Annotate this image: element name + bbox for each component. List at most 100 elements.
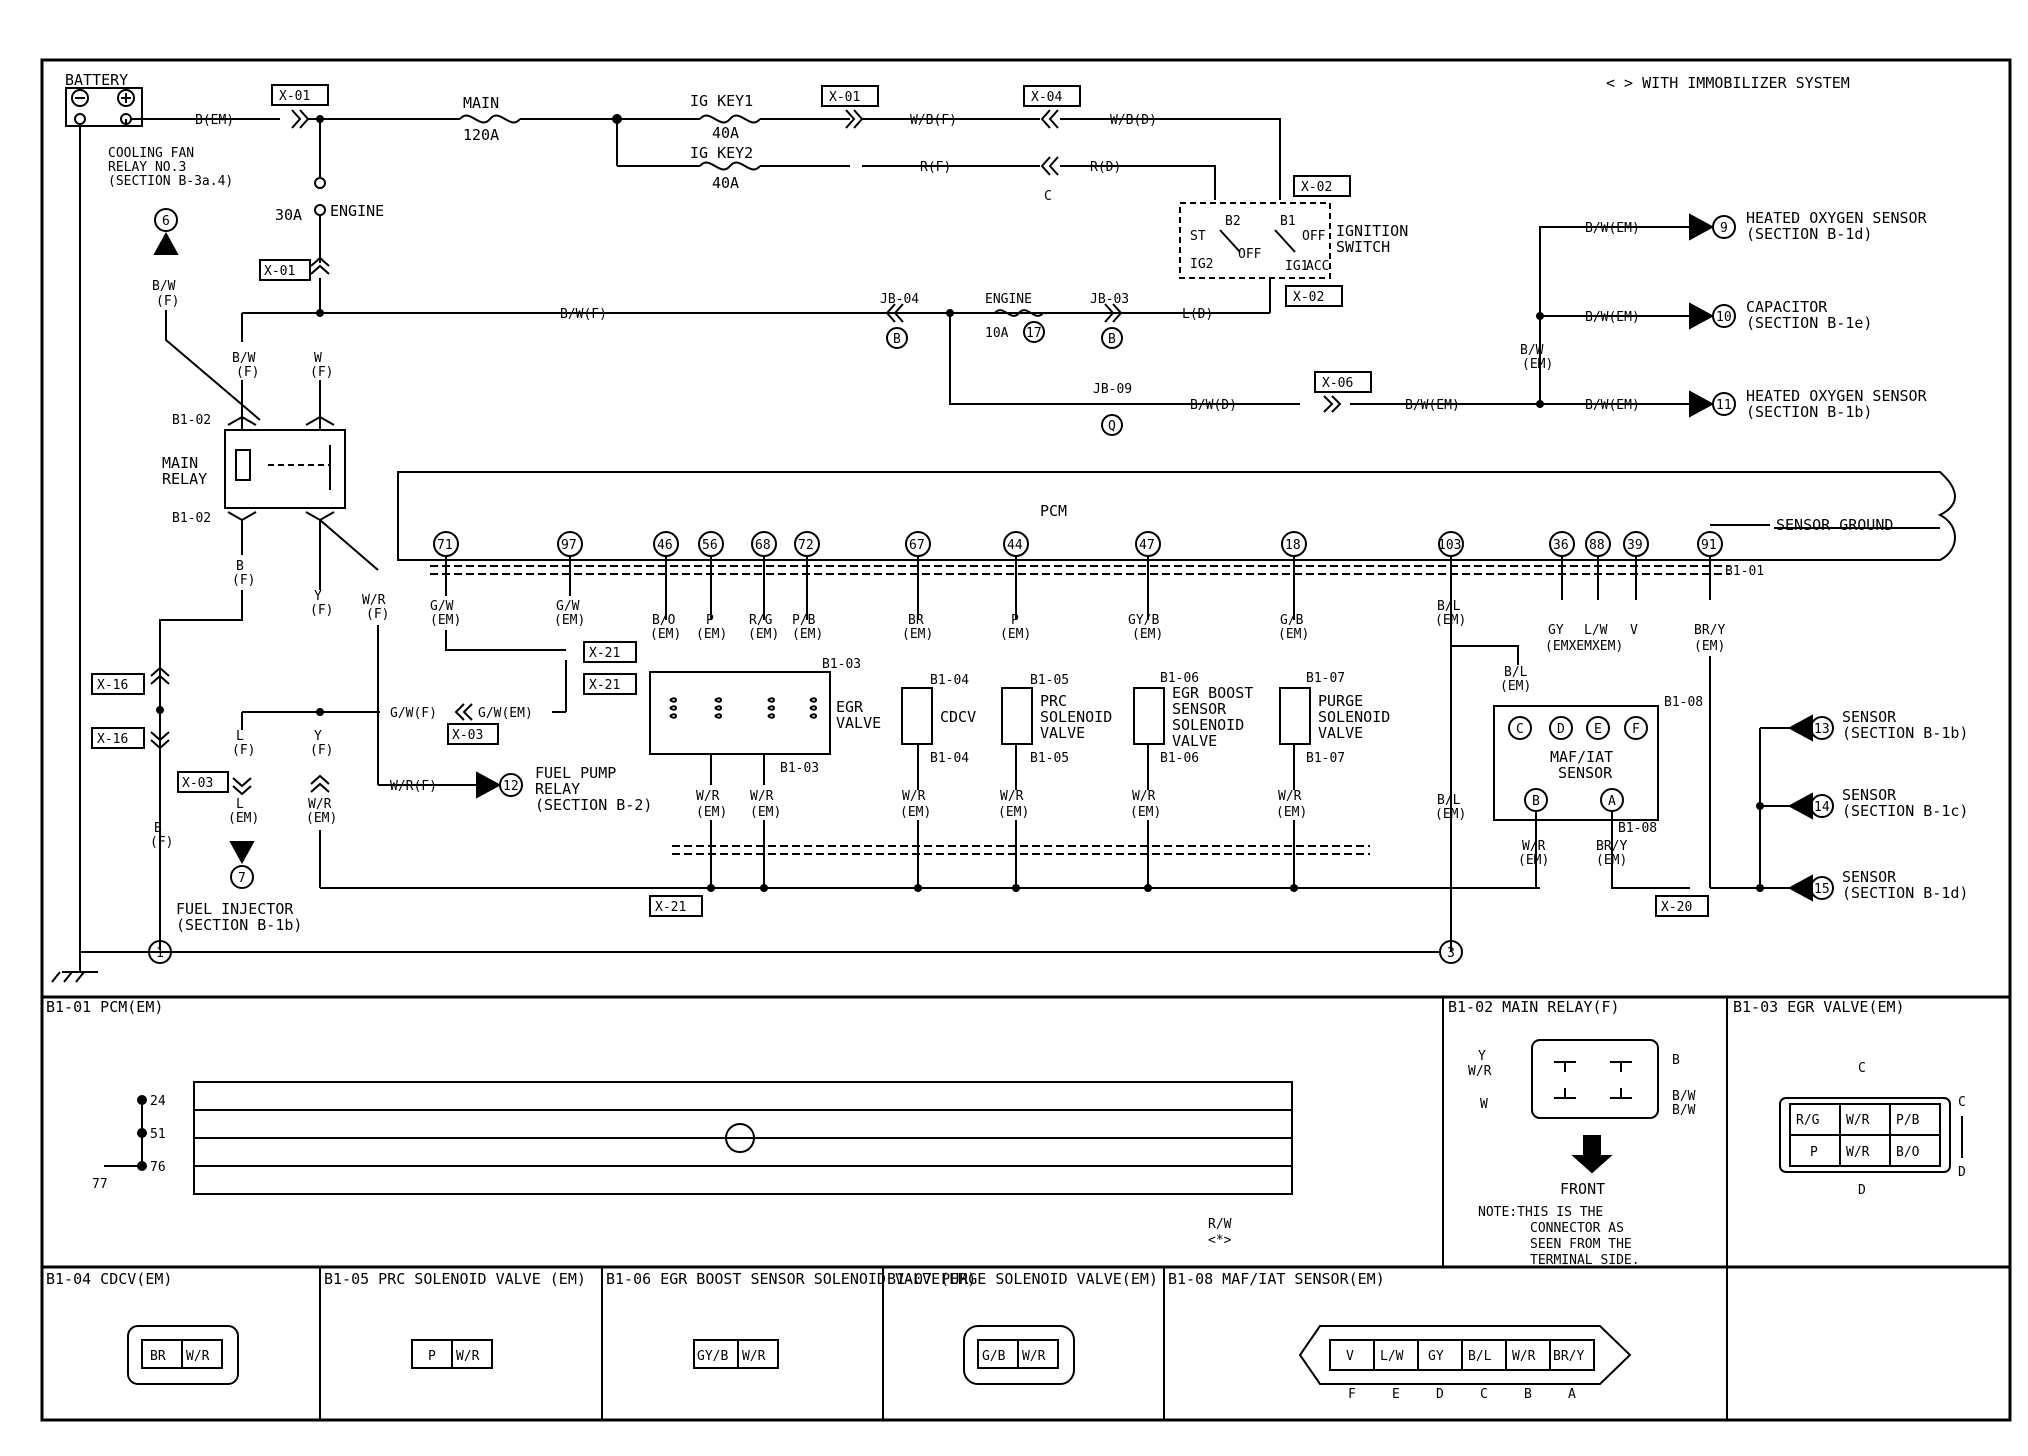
- svg-text:(F): (F): [310, 603, 333, 618]
- svg-text:B: B: [1108, 332, 1116, 347]
- battery-symbol: [65, 87, 143, 127]
- svg-text:W: W: [314, 351, 322, 366]
- svg-text:40A: 40A: [712, 174, 739, 192]
- svg-text:71: 71: [437, 538, 453, 553]
- svg-text:FRONT: FRONT: [1560, 1180, 1605, 1198]
- svg-text:W/R: W/R: [186, 1349, 210, 1364]
- pcm-label: PCM: [1040, 502, 1067, 520]
- svg-text:B/O: B/O: [652, 613, 676, 628]
- svg-text:88: 88: [1589, 538, 1605, 553]
- svg-text:D: D: [1958, 1165, 1966, 1180]
- svg-text:CAPACITOR: CAPACITOR: [1746, 298, 1828, 316]
- svg-text:R/W: R/W: [1208, 1217, 1232, 1232]
- svg-text:NOTE:THIS IS THE: NOTE:THIS IS THE: [1478, 1205, 1603, 1220]
- svg-text:X-02: X-02: [1293, 290, 1324, 305]
- svg-text:C: C: [1958, 1095, 1966, 1110]
- svg-text:(EMXEMXEM): (EMXEMXEM): [1545, 639, 1623, 654]
- svg-text:(F): (F): [366, 607, 389, 622]
- svg-text:B(EM): B(EM): [195, 113, 234, 128]
- egr-valve: [649, 671, 831, 755]
- svg-text:(F): (F): [232, 743, 255, 758]
- pcm-box: [397, 471, 1956, 561]
- svg-text:(EM): (EM): [1132, 627, 1163, 642]
- svg-text:103: 103: [1438, 538, 1461, 553]
- svg-text:51: 51: [150, 1127, 166, 1142]
- svg-text:G/W(EM): G/W(EM): [478, 706, 533, 721]
- svg-text:SENSOR: SENSOR: [1172, 700, 1227, 718]
- ig-key1-fuse: [699, 114, 761, 124]
- svg-text:IG2: IG2: [1190, 257, 1213, 272]
- svg-text:P/B: P/B: [792, 613, 816, 628]
- main-fuse-label: MAIN: [463, 94, 499, 112]
- cooling-fan-label: COOLING FAN: [108, 146, 194, 161]
- panel-b104-title: B1-04 CDCV(EM): [46, 1270, 172, 1288]
- svg-text:W/B(D): W/B(D): [1110, 113, 1157, 128]
- pcm-pin-88: 88: [1585, 531, 1611, 557]
- svg-text:B: B: [154, 821, 162, 836]
- svg-text:B/W: B/W: [1672, 1103, 1696, 1118]
- svg-text:G/W: G/W: [430, 599, 454, 614]
- svg-text:G/W(F): G/W(F): [390, 706, 437, 721]
- purge-connector: [963, 1325, 1075, 1385]
- svg-text:JB-04: JB-04: [880, 292, 919, 307]
- svg-text:9: 9: [1720, 221, 1728, 236]
- offpage-9: 9 HEATED OXYGEN SENSOR (SECTION B-1d): [1689, 209, 1928, 243]
- svg-text:SENSOR: SENSOR: [1842, 708, 1897, 726]
- svg-text:W/R: W/R: [742, 1349, 766, 1364]
- svg-text:ST: ST: [1190, 229, 1206, 244]
- svg-text:14: 14: [1814, 800, 1830, 815]
- svg-text:P: P: [706, 613, 714, 628]
- svg-text:B1-07: B1-07: [1306, 751, 1345, 766]
- svg-text:(EM): (EM): [998, 805, 1029, 820]
- purge-solenoid: [1279, 687, 1311, 745]
- svg-text:67: 67: [909, 538, 925, 553]
- svg-text:D: D: [1557, 722, 1565, 737]
- svg-text:X-06: X-06: [1322, 376, 1353, 391]
- svg-text:18: 18: [1285, 538, 1301, 553]
- svg-text:B1-05: B1-05: [1030, 673, 1069, 688]
- svg-text:VALVE: VALVE: [836, 714, 881, 732]
- main-fuse: [459, 114, 521, 124]
- svg-text:(SECTION B-1e): (SECTION B-1e): [1746, 314, 1872, 332]
- pcm-pin-56: 56: [698, 531, 724, 557]
- svg-text:(EM): (EM): [1000, 627, 1031, 642]
- svg-text:BR: BR: [150, 1349, 166, 1364]
- svg-text:HEATED OXYGEN SENSOR: HEATED OXYGEN SENSOR: [1746, 209, 1928, 227]
- pcm-pin-71: 71: [433, 531, 459, 557]
- svg-text:B1-06: B1-06: [1160, 751, 1199, 766]
- svg-text:17: 17: [1026, 326, 1042, 341]
- conn-x01-a: X-01: [279, 89, 310, 104]
- svg-text:CDCV: CDCV: [940, 708, 976, 726]
- svg-text:E: E: [1392, 1387, 1400, 1402]
- svg-text:RELAY: RELAY: [535, 780, 580, 798]
- svg-text:W: W: [1480, 1097, 1488, 1112]
- svg-text:W/R: W/R: [1512, 1349, 1536, 1364]
- svg-text:R(D): R(D): [1090, 160, 1121, 175]
- svg-text:97: 97: [561, 538, 577, 553]
- svg-text:(EM): (EM): [900, 805, 931, 820]
- ignition-switch: [1179, 202, 1331, 279]
- panel-b107-title: B1-07 PURGE SOLENOID VALVE(EM): [887, 1270, 1158, 1288]
- fuel-pump-relay-label: FUEL PUMP: [535, 764, 616, 782]
- svg-text:36: 36: [1553, 538, 1569, 553]
- svg-text:(F): (F): [150, 835, 173, 850]
- svg-text:X-01: X-01: [264, 264, 295, 279]
- svg-text:B1-02: B1-02: [172, 413, 211, 428]
- svg-text:P: P: [428, 1349, 436, 1364]
- svg-text:EGR BOOST: EGR BOOST: [1172, 684, 1253, 702]
- svg-text:GY: GY: [1428, 1349, 1444, 1364]
- pcm-pin-46: 46: [653, 531, 679, 557]
- immobilizer-note: < > WITH IMMOBILIZER SYSTEM: [1606, 74, 1850, 92]
- svg-text:B1-06: B1-06: [1160, 671, 1199, 686]
- svg-text:V: V: [1346, 1349, 1354, 1364]
- conn-x03: X-03: [182, 776, 213, 791]
- svg-text:B/W(D): B/W(D): [1190, 398, 1237, 413]
- svg-text:B/W: B/W: [152, 279, 176, 294]
- svg-text:B: B: [236, 559, 244, 574]
- svg-text:(SECTION B-1d): (SECTION B-1d): [1842, 884, 1968, 902]
- svg-text:(EM): (EM): [696, 627, 727, 642]
- svg-text:D: D: [1436, 1387, 1444, 1402]
- svg-text:B/W(F): B/W(F): [560, 307, 607, 322]
- pcm-pin-97: 97: [557, 531, 583, 557]
- ig-key2-fuse: [699, 161, 761, 171]
